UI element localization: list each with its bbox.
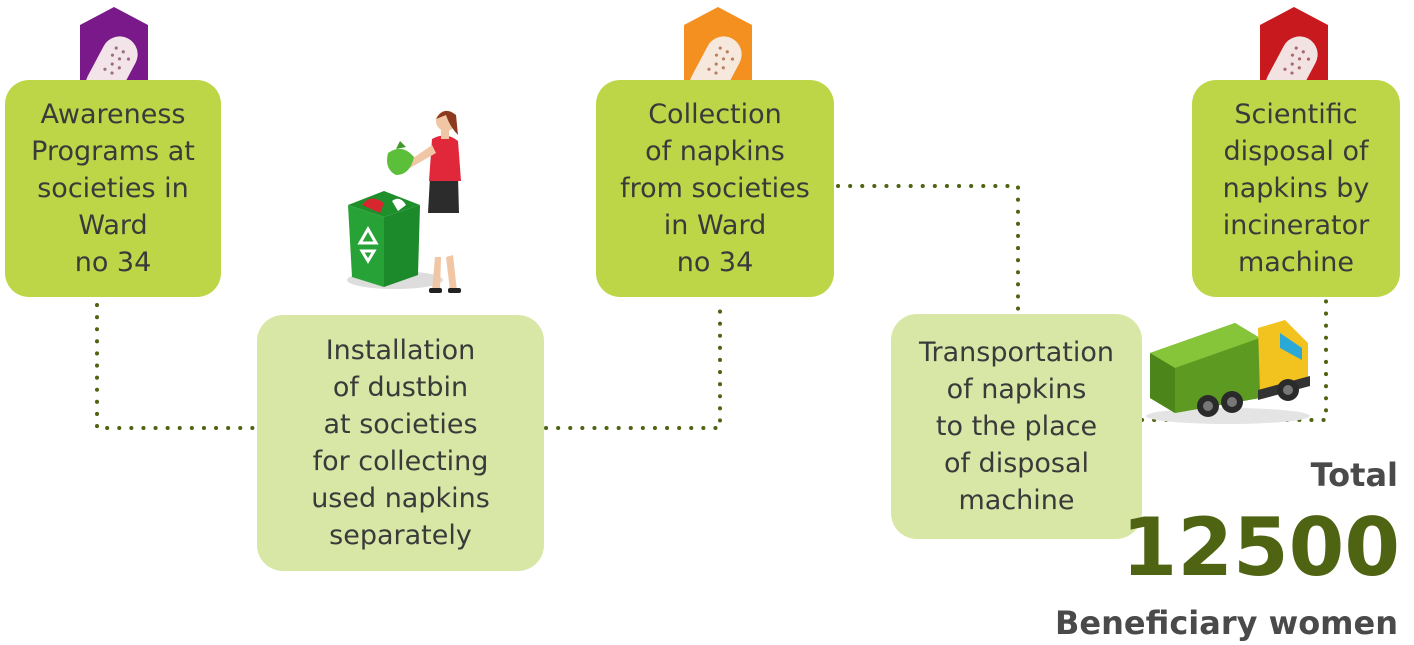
sanitary-pad-icon [80,7,148,85]
total-label: Total [1310,456,1398,494]
total-caption: Beneficiary women [1055,604,1398,642]
garbage-truck-illustration [1146,320,1310,424]
connector-3-4 [836,184,1020,314]
step-transportation: Transportation of napkins to the place o… [891,314,1142,539]
step-collection: Collection of napkins from societies in … [596,80,834,297]
step-scientific-disposal: Scientific disposal of napkins by incine… [1192,80,1400,297]
connector-1-2 [95,303,260,430]
connector-2-3 [544,298,722,430]
sanitary-pad-icon [1260,7,1328,85]
total-value: 12500 [1121,501,1400,594]
dustbin-woman-illustration [347,110,461,293]
step-installation: Installation of dustbin at societies for… [257,315,544,571]
step-awareness: Awareness Programs at societies in Ward … [5,80,221,297]
sanitary-pad-icon [684,7,752,85]
